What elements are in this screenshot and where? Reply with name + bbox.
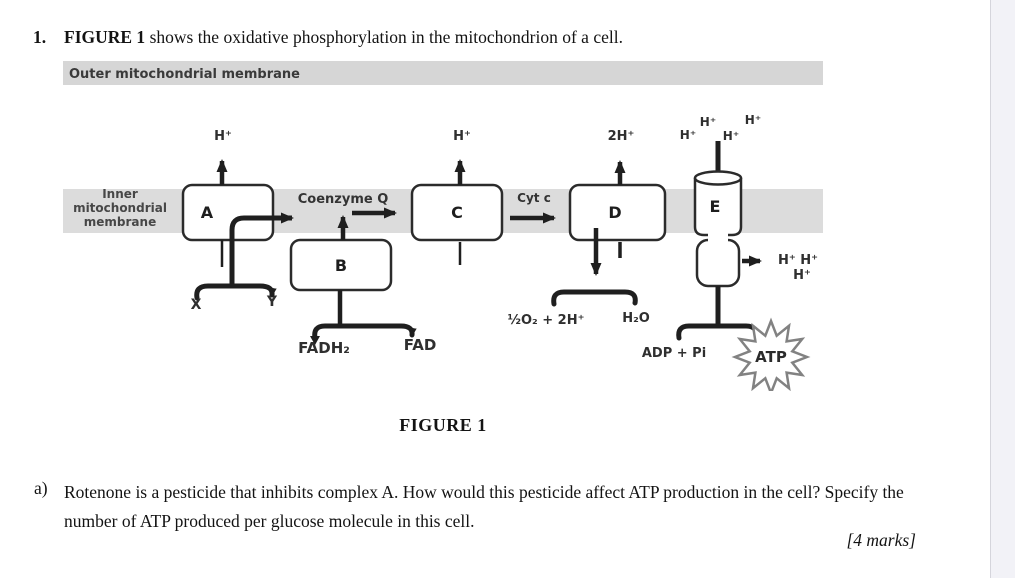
question-title-bold: FIGURE 1 bbox=[64, 27, 146, 47]
inner-membrane-label-line2: mitochondrial bbox=[73, 201, 167, 215]
h-plus-above-e-4: H⁺ bbox=[723, 129, 739, 143]
question-title: FIGURE 1 shows the oxidative phosphoryla… bbox=[64, 27, 964, 48]
question-title-rest: shows the oxidative phosphorylation in t… bbox=[145, 27, 623, 47]
outer-membrane-label: Outer mitochondrial membrane bbox=[69, 67, 300, 82]
fadh2-label: FADH₂ bbox=[298, 339, 350, 357]
inner-membrane-label-line3: membrane bbox=[84, 215, 156, 229]
h-plus-above-c: H⁺ bbox=[453, 129, 471, 144]
part-a-text: Rotenone is a pesticide that inhibits co… bbox=[64, 482, 904, 531]
fadh2-to-fad-bracket bbox=[312, 323, 417, 341]
h-plus-above-e-1: H⁺ bbox=[700, 115, 716, 129]
h-plus-above-e-2: H⁺ bbox=[745, 113, 761, 127]
x-to-y-bracket bbox=[194, 283, 277, 301]
complex-c-label: C bbox=[451, 203, 463, 222]
atp-synthase-lower-body bbox=[695, 238, 741, 288]
two-h-plus-above-d: 2H⁺ bbox=[608, 129, 635, 144]
fadh2-bracket-arrowhead bbox=[310, 336, 320, 345]
electron-arrow-a-to-coq bbox=[229, 212, 294, 286]
complex-a-box bbox=[181, 183, 275, 242]
question-number: 1. bbox=[33, 27, 47, 47]
water-label: H₂O bbox=[622, 311, 650, 326]
oxygen-to-water-bracket bbox=[551, 289, 638, 307]
complex-a-label: A bbox=[201, 203, 214, 222]
atp-synthase-top-cap bbox=[693, 170, 743, 186]
cyt-c-label: Cyt c bbox=[517, 191, 551, 205]
h-plus-pair-right-of-e: H⁺ H⁺ bbox=[778, 253, 818, 268]
inner-membrane-label-line1: Inner bbox=[102, 187, 138, 201]
complex-d-label: D bbox=[608, 203, 621, 222]
oxygen-label: ½O₂ + 2H⁺ bbox=[508, 313, 585, 328]
figure-caption: FIGURE 1 bbox=[399, 415, 487, 435]
complex-e-label: E bbox=[710, 197, 721, 216]
h-plus-above-a: H⁺ bbox=[214, 129, 232, 144]
adp-to-atp-bracket bbox=[676, 323, 760, 341]
atp-label: ATP bbox=[755, 348, 787, 366]
substrate-y-label: Y bbox=[266, 294, 278, 310]
complex-d-box bbox=[568, 183, 667, 242]
scrollbar-track[interactable] bbox=[990, 0, 1015, 578]
fad-label: FAD bbox=[404, 336, 437, 354]
adp-pi-label: ADP + Pi bbox=[642, 346, 706, 361]
coenzyme-q-label: Coenzyme Q bbox=[298, 192, 389, 207]
complex-c-box bbox=[410, 183, 504, 242]
atp-synthase-neck bbox=[708, 229, 728, 243]
complex-b-label: B bbox=[335, 256, 347, 275]
outer-membrane-band bbox=[63, 61, 823, 85]
part-a-label: a) bbox=[34, 478, 48, 498]
atp-starburst bbox=[731, 317, 811, 397]
substrate-x-label: X bbox=[191, 297, 202, 313]
marks-label: [4 marks] bbox=[846, 530, 916, 550]
oxidative-phosphorylation-svg: Outer mitochondrial membrane Inner mitoc… bbox=[63, 61, 823, 397]
h-plus-above-e-3: H⁺ bbox=[680, 128, 696, 142]
figure-diagram: Outer mitochondrial membrane Inner mitoc… bbox=[63, 61, 823, 397]
h-plus-right-of-e: H⁺ bbox=[793, 268, 811, 283]
